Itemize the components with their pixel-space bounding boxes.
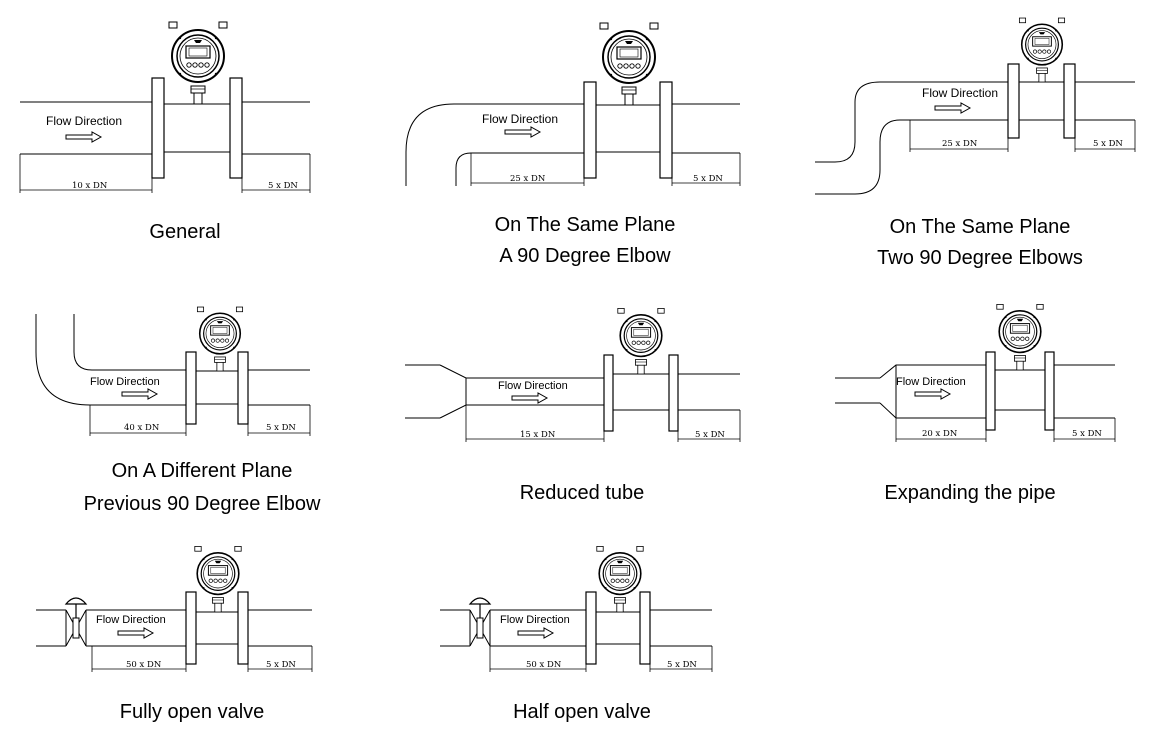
upstream-length-label: 50 x DN	[126, 660, 162, 670]
diagram-caption-line-2: Two 90 Degree Elbows	[877, 247, 1083, 269]
flowmeter-transmitter-icon	[995, 303, 1044, 371]
downstream-length-label: 5 x DN	[266, 660, 296, 670]
diagram-reduced-tube: Flow Direction 15 x DN 5 x DN Reduced tu…	[405, 307, 741, 504]
valve-handwheel-icon	[65, 597, 87, 647]
flow-arrow-icon	[517, 627, 554, 639]
flow-arrow-icon	[914, 388, 951, 400]
diagram-caption-line-1: On The Same Plane	[890, 216, 1071, 238]
upstream-length-label: 50 x DN	[526, 660, 562, 670]
downstream-length-label: 5 x DN	[268, 181, 298, 191]
flowmeter-transmitter-icon	[595, 545, 645, 613]
flow-direction-label: Flow Direction	[46, 114, 122, 128]
flowmeter-transmitter-icon	[196, 306, 244, 372]
diagram-caption: Half open valve	[513, 701, 651, 723]
downstream-length-label: 5 x DN	[695, 430, 725, 440]
diagram-same-plane-two-elbows: Flow Direction 25 x DN 5 x DN On The Sam…	[815, 17, 1136, 269]
flow-arrow-icon	[65, 131, 102, 143]
flow-direction-label: Flow Direction	[482, 112, 558, 126]
flow-direction-label: Flow Direction	[500, 614, 570, 626]
diagram-caption-line-1: On A Different Plane	[112, 460, 293, 482]
flow-direction-label: Flow Direction	[90, 376, 160, 388]
diagram-caption-line-2: Previous 90 Degree Elbow	[84, 493, 321, 515]
flow-arrow-icon	[934, 102, 971, 114]
flowmeter-transmitter-icon	[194, 545, 242, 613]
downstream-length-label: 5 x DN	[266, 423, 296, 433]
valve-handwheel-icon	[469, 597, 491, 647]
upstream-length-label: 40 x DN	[124, 423, 160, 433]
flow-arrow-icon	[511, 392, 548, 404]
flow-arrow-icon	[121, 388, 158, 400]
flow-direction-label: Flow Direction	[922, 86, 998, 100]
diagram-caption: Expanding the pipe	[884, 482, 1055, 504]
flow-direction-label: Flow Direction	[498, 380, 568, 392]
downstream-length-label: 5 x DN	[693, 174, 723, 184]
diagram-different-plane-elbow: Flow Direction 40 x DN 5 x DN On A Diffe…	[35, 306, 321, 515]
downstream-length-label: 5 x DN	[1093, 139, 1123, 149]
flowmeter-transmitter-icon	[1018, 17, 1066, 83]
downstream-length-label: 5 x DN	[667, 660, 697, 670]
flow-arrow-icon	[117, 627, 154, 639]
downstream-length-label: 5 x DN	[1072, 429, 1102, 439]
diagram-general: Flow Direction 10 x DN 5 x DN General	[19, 21, 311, 243]
upstream-length-label: 25 x DN	[510, 174, 546, 184]
diagram-caption: General	[149, 221, 220, 243]
diagram-caption: Fully open valve	[120, 701, 265, 723]
diagram-half-open-valve: Flow Direction 50 x DN 5 x DN Half open …	[440, 545, 713, 723]
diagram-fully-open-valve: Flow Direction 50 x DN 5 x DN Fully open…	[36, 545, 313, 723]
upstream-length-label: 20 x DN	[922, 429, 958, 439]
flow-direction-label: Flow Direction	[896, 376, 966, 388]
flowmeter-transmitter-icon	[599, 22, 659, 106]
diagram-caption-line-2: A 90 Degree Elbow	[499, 245, 671, 267]
flowmeter-transmitter-icon	[168, 21, 228, 105]
flow-arrow-icon	[504, 126, 541, 138]
upstream-length-label: 15 x DN	[520, 430, 556, 440]
diagram-expanding-pipe: Flow Direction 20 x DN 5 x DN Expanding …	[835, 303, 1116, 504]
diagram-caption: Reduced tube	[520, 482, 645, 504]
diagram-same-plane-one-elbow: Flow Direction 25 x DN 5 x DN On The Sam…	[405, 22, 741, 267]
upstream-length-label: 10 x DN	[72, 181, 108, 191]
flowmeter-transmitter-icon	[616, 307, 666, 375]
diagram-caption-line-1: On The Same Plane	[495, 214, 676, 236]
upstream-length-label: 25 x DN	[942, 139, 978, 149]
flow-direction-label: Flow Direction	[96, 614, 166, 626]
